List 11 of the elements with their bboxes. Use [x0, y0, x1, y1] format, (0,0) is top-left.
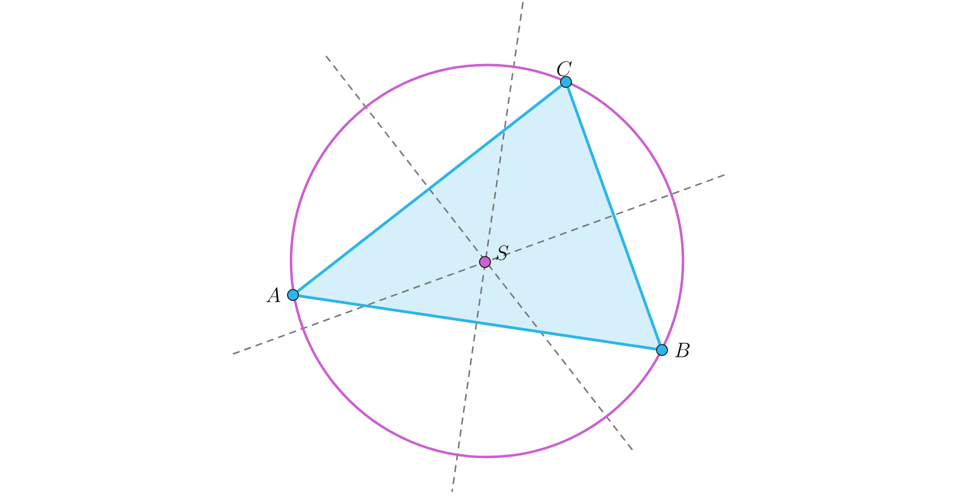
point — [287, 289, 299, 301]
triangle-side — [296, 84, 562, 292]
point-label: $B$ — [675, 342, 690, 358]
point-label: $S$ — [496, 245, 508, 260]
point-label: $A$ — [266, 287, 280, 302]
triangle-side — [566, 87, 662, 345]
triangle-side — [298, 294, 656, 350]
point — [560, 76, 572, 88]
point — [656, 344, 668, 356]
point-label: $C$ — [557, 61, 572, 76]
point — [479, 256, 491, 268]
